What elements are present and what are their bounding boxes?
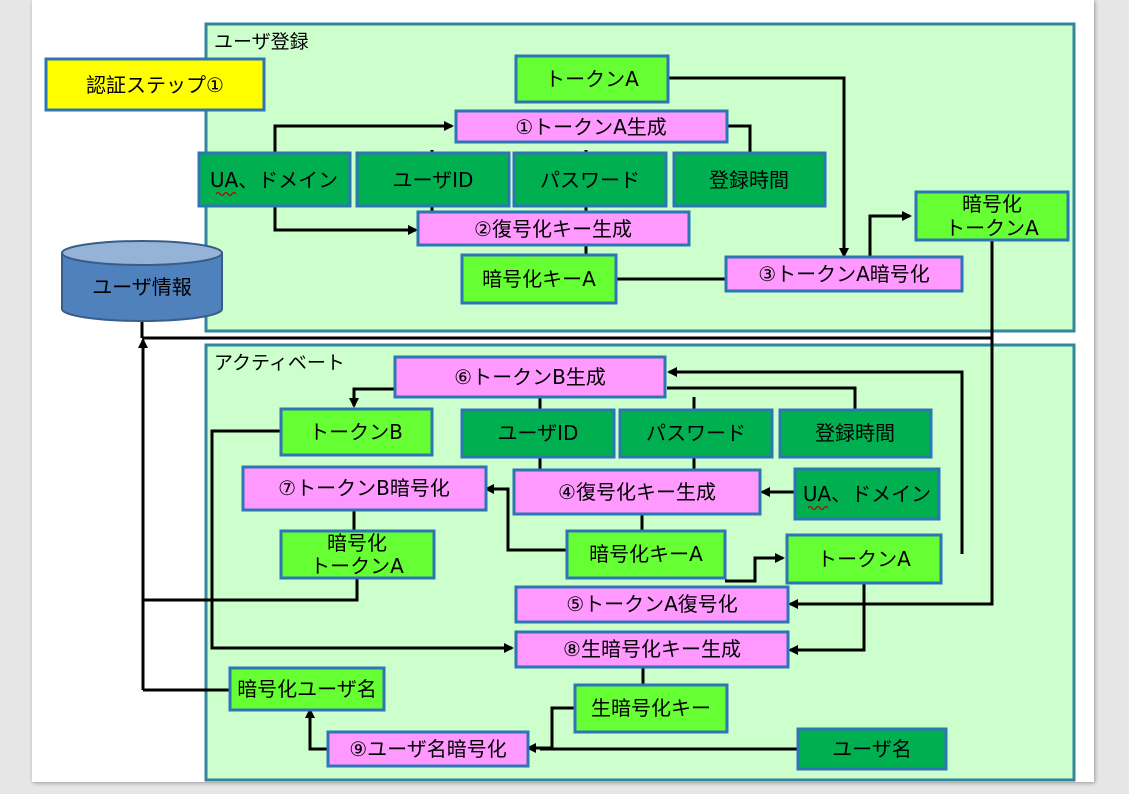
svg-text:トークンB: トークンB	[309, 420, 403, 444]
svg-text:暗号化: 暗号化	[327, 531, 387, 555]
svg-text:暗号化ユーザ名: 暗号化ユーザ名	[237, 677, 377, 701]
svg-text:トークンA: トークンA	[545, 67, 639, 91]
svg-text:登録時間: 登録時間	[709, 168, 789, 192]
reg-step3-encrypt-token-a: ③トークンA暗号化	[724, 255, 964, 293]
svg-text:トークンA: トークンA	[817, 547, 911, 571]
act-token-b: トークンB	[279, 407, 434, 457]
reg-user-id: ユーザID	[355, 151, 511, 208]
svg-text:ユーザID: ユーザID	[393, 168, 474, 192]
svg-text:登録時間: 登録時間	[815, 421, 895, 445]
reg-step1-generate-token-a: ①トークンA生成	[454, 109, 729, 144]
svg-text:⑧生暗号化キー生成: ⑧生暗号化キー生成	[563, 637, 741, 661]
svg-text:暗号化: 暗号化	[962, 192, 1022, 216]
section-title-activate: アクティベート	[214, 352, 345, 374]
user-info-database: ユーザ情報	[61, 240, 223, 322]
database-label: ユーザ情報	[92, 275, 192, 299]
svg-text:UA、ドメイン: UA、ドメイン	[210, 168, 338, 192]
step-badge: 認証ステップ①	[44, 57, 266, 112]
act-raw-encryption-key: 生暗号化キー	[573, 683, 729, 734]
act-username: ユーザ名	[796, 727, 948, 771]
svg-text:③トークンA暗号化: ③トークンA暗号化	[758, 262, 930, 286]
reg-step2-generate-decryption-key: ②復号化キー生成	[416, 210, 691, 247]
svg-text:認証ステップ①: 認証ステップ①	[86, 73, 224, 97]
act-step8-generate-raw-encryption-key: ⑧生暗号化キー生成	[514, 630, 790, 669]
act-step6-generate-token-b: ⑥トークンB生成	[393, 355, 667, 399]
act-encrypted-username: 暗号化ユーザ名	[228, 666, 386, 712]
svg-text:トークンA: トークンA	[945, 216, 1039, 240]
act-step5-decrypt-token-a: ⑤トークンA復号化	[514, 585, 790, 624]
act-ua-domain: UA、ドメイン	[793, 467, 941, 521]
svg-text:トークンA: トークンA	[310, 554, 404, 578]
svg-text:⑨ユーザ名暗号化: ⑨ユーザ名暗号化	[349, 737, 507, 761]
act-user-id: ユーザID	[460, 408, 616, 459]
auth-flow-diagram: ユーザ登録 アクティベート 認証ステップ① ユーザ情報	[44, 22, 1076, 782]
svg-text:①トークンA生成: ①トークンA生成	[515, 115, 667, 139]
svg-text:②復号化キー生成: ②復号化キー生成	[474, 217, 632, 241]
reg-password: パスワード	[512, 151, 668, 208]
section-title-registration: ユーザ登録	[214, 31, 309, 53]
act-step4-generate-decryption-key: ④復号化キー生成	[512, 468, 762, 516]
reg-token-a: トークンA	[514, 54, 670, 104]
act-token-a: トークンA	[785, 533, 943, 585]
svg-text:ユーザ名: ユーザ名	[832, 737, 912, 761]
reg-ua-domain: UA、ドメイン	[197, 151, 352, 208]
slide: ユーザ登録 アクティベート 認証ステップ① ユーザ情報	[32, 0, 1094, 782]
svg-text:パスワード: パスワード	[646, 421, 746, 445]
act-encryption-key-a: 暗号化キーA	[565, 529, 727, 580]
svg-text:生暗号化キー: 生暗号化キー	[591, 696, 711, 720]
act-step7-encrypt-token-b: ⑦トークンB暗号化	[241, 465, 488, 512]
svg-text:ユーザID: ユーザID	[498, 421, 579, 445]
reg-encryption-key-a: 暗号化キーA	[460, 253, 618, 305]
svg-text:パスワード: パスワード	[540, 168, 640, 192]
svg-text:⑥トークンB生成: ⑥トークンB生成	[454, 365, 606, 389]
svg-text:⑦トークンB暗号化: ⑦トークンB暗号化	[278, 476, 450, 500]
reg-encrypted-token-a: 暗号化 トークンA	[914, 190, 1070, 242]
connectors	[138, 76, 994, 753]
svg-text:⑤トークンA復号化: ⑤トークンA復号化	[566, 592, 738, 616]
act-encrypted-token-a: 暗号化 トークンA	[279, 529, 436, 580]
act-step9-encrypt-username: ⑨ユーザ名暗号化	[326, 730, 530, 768]
svg-text:④復号化キー生成: ④復号化キー生成	[558, 480, 716, 504]
svg-text:暗号化キーA: 暗号化キーA	[482, 267, 596, 291]
reg-registration-time: 登録時間	[672, 151, 827, 208]
act-password: パスワード	[618, 408, 774, 459]
svg-text:暗号化キーA: 暗号化キーA	[589, 542, 703, 566]
act-registration-time: 登録時間	[778, 408, 933, 459]
svg-text:UA、ドメイン: UA、ドメイン	[803, 482, 931, 506]
